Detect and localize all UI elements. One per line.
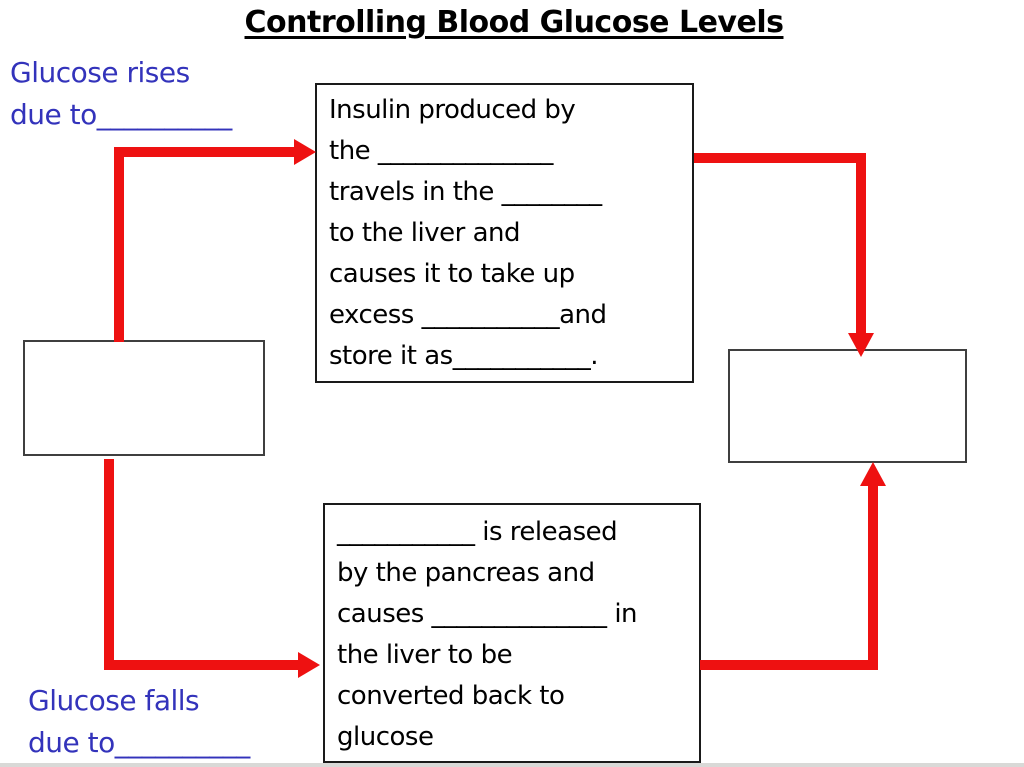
arrow-rise-horizontal-shaft: [114, 147, 296, 157]
arrow-right-icon: [298, 652, 320, 678]
label-glucose-rises-line2: due to__________: [10, 98, 232, 131]
left-blank-box: [23, 340, 265, 456]
insulin-box: Insulin produced by the ______________ t…: [315, 83, 694, 383]
page-title: Controlling Blood Glucose Levels: [14, 5, 1014, 40]
label-glucose-falls-line1: Glucose falls: [28, 684, 200, 717]
arrow-insulin-horizontal-shaft: [694, 153, 865, 163]
glucagon-box-line: causes ______________ in: [337, 599, 638, 629]
label-glucose-falls-line2: due to__________: [28, 726, 250, 759]
right-blank-box: [728, 349, 967, 463]
insulin-box-line: Insulin produced by: [329, 95, 576, 125]
arrow-glucagon-vertical-shaft: [868, 486, 878, 670]
insulin-box-line: excess ___________and: [329, 300, 607, 330]
glucagon-box-line: glucose: [337, 722, 434, 752]
arrow-glucagon-horizontal-shaft: [700, 660, 878, 670]
glucagon-box: ___________ is released by the pancreas …: [323, 503, 701, 763]
page-title-text: Controlling Blood Glucose Levels: [244, 5, 784, 40]
glucagon-box-line: the liver to be: [337, 640, 513, 670]
arrow-insulin-vertical-shaft: [856, 153, 866, 335]
arrow-fall-horizontal-shaft: [104, 660, 300, 670]
label-glucose-rises-line1: Glucose rises: [10, 56, 190, 89]
arrow-rise-vertical-shaft: [114, 147, 124, 342]
label-glucose-rises: Glucose rises due to__________: [10, 52, 232, 136]
glucagon-box-line: by the pancreas and: [337, 558, 595, 588]
insulin-box-line: to the liver and: [329, 218, 521, 248]
insulin-box-line: travels in the ________: [329, 177, 602, 207]
slide-bottom-edge: [0, 763, 1024, 767]
insulin-box-line: store it as___________.: [329, 341, 598, 371]
glucagon-box-line: ___________ is released: [337, 517, 618, 547]
insulin-box-line: the ______________: [329, 136, 553, 166]
arrow-down-icon: [848, 333, 874, 357]
label-glucose-falls: Glucose falls due to__________: [28, 680, 250, 764]
arrow-right-icon: [294, 139, 316, 165]
glucagon-box-line: converted back to: [337, 681, 565, 711]
arrow-up-icon: [860, 462, 886, 486]
arrow-fall-vertical-shaft: [104, 459, 114, 670]
insulin-box-line: causes it to take up: [329, 259, 575, 289]
